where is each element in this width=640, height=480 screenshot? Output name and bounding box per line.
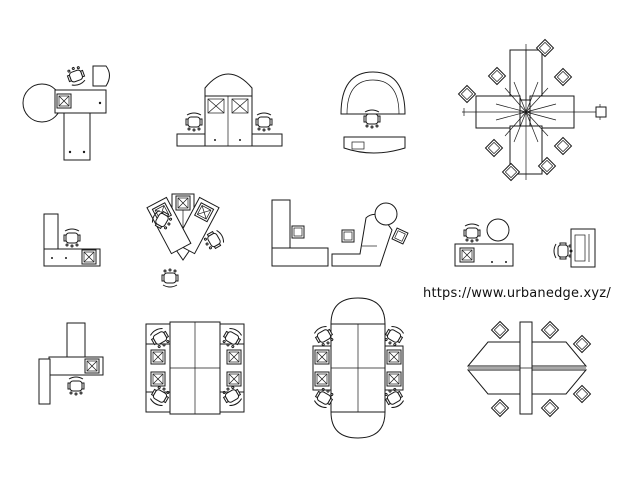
workstation-four-pod xyxy=(145,321,245,415)
workstation-racetrack-pod xyxy=(312,297,406,439)
workstation-l-shape xyxy=(43,213,101,267)
workstation-small-desk xyxy=(454,218,514,267)
watermark-url: https://www.urbanedge.xyz/ xyxy=(423,286,611,301)
workstation-tri-wing xyxy=(146,193,227,288)
workstation-reception-dome xyxy=(340,71,406,154)
workstation-hex-cluster xyxy=(466,321,591,417)
workstation-round-table xyxy=(22,64,110,161)
workstation-l-and-curve xyxy=(271,199,409,267)
workstation-compact-unit xyxy=(553,228,596,268)
workstation-radial-cluster xyxy=(458,39,607,181)
workstation-arched-double xyxy=(176,73,283,147)
workstation-t-stack xyxy=(38,322,104,405)
